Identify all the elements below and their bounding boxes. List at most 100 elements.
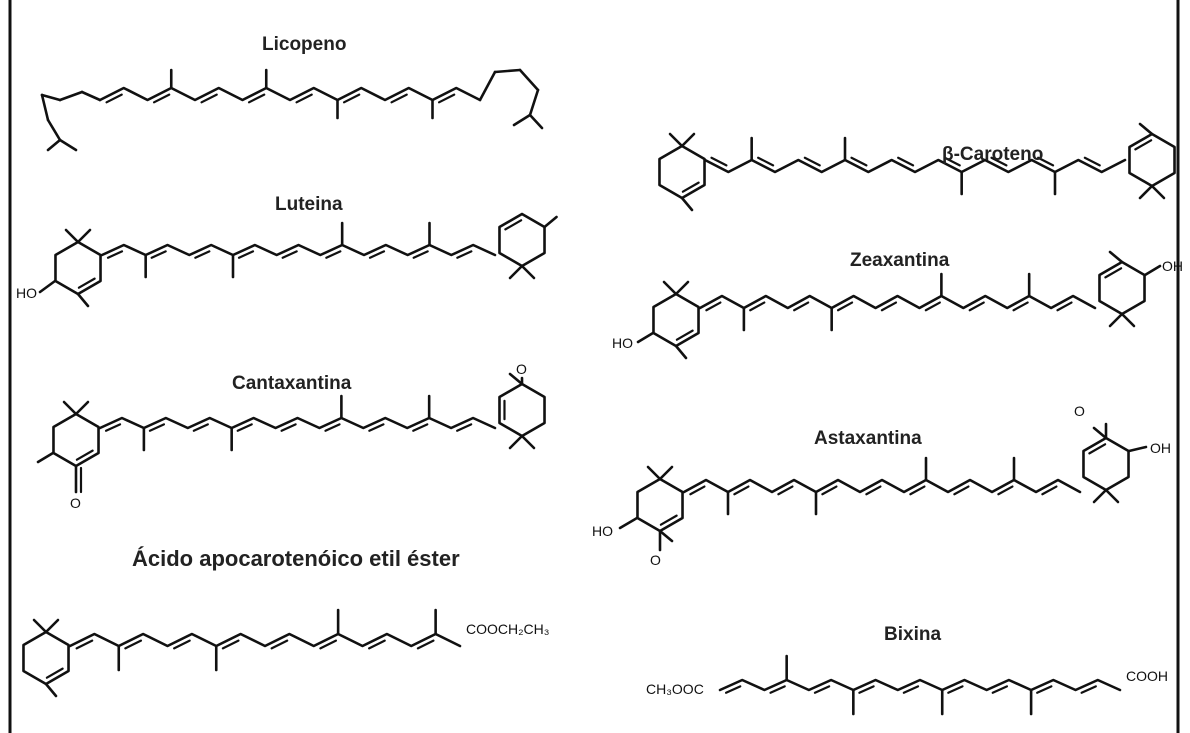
double-bond	[997, 485, 1014, 496]
double-bond	[793, 301, 810, 312]
cantaxantina-title: Cantaxantina	[232, 373, 352, 394]
double-bond	[437, 93, 456, 104]
hydroxyl-bond	[1127, 445, 1148, 453]
astaxantina-structure	[618, 422, 1148, 552]
double-bond	[757, 156, 775, 167]
bixina-title: Bixina	[884, 624, 941, 645]
double-bond	[858, 685, 875, 694]
ring-methyl	[1108, 250, 1124, 264]
gem-methyl	[646, 465, 662, 481]
polyene-chain	[98, 86, 482, 102]
ring-methyl	[674, 344, 688, 360]
double-bond	[319, 639, 338, 650]
gem-methyl	[662, 280, 678, 296]
licopeno-title: Licopeno	[262, 34, 346, 55]
ring	[22, 630, 70, 686]
bixina-right-group-label: COOH	[1126, 668, 1168, 684]
gem-methyl	[1150, 184, 1166, 200]
gem-methyl	[508, 264, 524, 280]
double-bond	[897, 156, 915, 167]
ring-methyl	[44, 682, 58, 698]
double-bond	[850, 156, 868, 167]
ring	[498, 382, 546, 438]
gem-methyl	[1104, 488, 1120, 504]
double-bond	[813, 685, 831, 694]
double-bond	[991, 685, 1009, 694]
acido-title: Ácido apocarotenóico etil éster	[132, 546, 460, 571]
gem-methyl	[32, 618, 48, 634]
gem-methyl	[508, 434, 524, 450]
gem-methyl	[668, 132, 684, 148]
double-bond	[325, 250, 342, 259]
bixina-left-group-label: CH₃OOC	[646, 681, 704, 697]
double-bond	[1041, 485, 1058, 496]
zeaxantina-ho-label: HO	[612, 335, 633, 351]
beta-caroteno-structure	[658, 122, 1176, 212]
gem-methyl	[520, 264, 536, 280]
end-chain	[518, 68, 540, 92]
gem-methyl	[64, 228, 80, 244]
ring-methyl	[1092, 426, 1108, 440]
ring	[1082, 436, 1130, 492]
ring-methyl	[680, 196, 694, 212]
double-bond	[281, 250, 298, 259]
double-bond	[821, 485, 838, 496]
hydroxyl-bond	[618, 516, 639, 530]
double-bond	[1056, 301, 1073, 312]
double-bond	[324, 423, 341, 432]
double-bond	[152, 93, 171, 104]
double-bond	[148, 423, 166, 432]
double-bond	[990, 156, 1008, 167]
ring-methyl	[1138, 122, 1154, 136]
acido-structure	[22, 608, 462, 698]
zeaxantina-oh-label: OH	[1162, 258, 1183, 274]
ring-double-bond	[675, 329, 694, 341]
ring-double-bond	[681, 181, 700, 193]
end-chain	[478, 70, 497, 102]
double-bond	[172, 639, 191, 650]
beta-caroteno-title: β-Caroteno	[942, 144, 1043, 165]
double-bond	[1037, 156, 1055, 167]
double-bond	[689, 485, 706, 496]
double-bond	[953, 485, 970, 496]
double-bond	[777, 485, 794, 496]
end-chain	[493, 68, 522, 74]
ring	[658, 144, 706, 200]
ring	[1098, 260, 1146, 316]
double-bond	[192, 423, 209, 432]
ring	[498, 212, 546, 268]
double-bond	[280, 423, 297, 432]
gem-methyl	[74, 400, 90, 416]
gem-methyl	[674, 280, 690, 296]
end-chain	[40, 93, 50, 122]
double-bond	[390, 93, 408, 104]
double-bond	[749, 301, 766, 312]
double-bond	[1012, 301, 1029, 312]
double-bond	[880, 301, 898, 312]
ring-methyl	[76, 292, 90, 308]
ring-double-bond	[1104, 267, 1123, 279]
gem-methyl	[1120, 312, 1136, 328]
double-bond	[733, 485, 750, 496]
double-bond	[342, 93, 361, 104]
double-bond	[105, 93, 123, 104]
gem-methyl	[1092, 488, 1108, 504]
end-chain	[46, 138, 62, 152]
ring-methyl	[658, 529, 674, 543]
astaxantina-title: Astaxantina	[814, 428, 922, 449]
double-bond	[237, 250, 255, 259]
double-bond	[106, 250, 124, 259]
ring-double-bond	[77, 277, 96, 289]
double-bond	[200, 93, 218, 104]
double-bond	[1036, 685, 1053, 694]
double-bond	[1083, 156, 1101, 167]
double-bond	[194, 250, 211, 259]
end-chain	[528, 88, 540, 117]
double-bond	[367, 639, 386, 650]
double-bond	[416, 639, 435, 650]
end-chain	[512, 113, 532, 127]
hydroxyl-bond	[1143, 264, 1162, 277]
ring-double-bond	[1088, 443, 1107, 455]
ring	[652, 292, 700, 348]
